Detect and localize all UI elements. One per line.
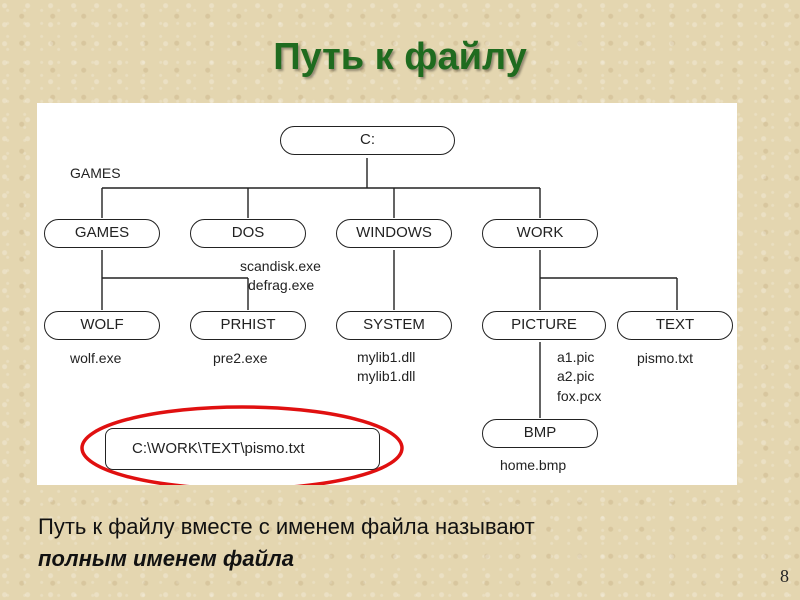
- node-bmp: BMP: [482, 419, 598, 448]
- full-path-box: C:\WORK\TEXT\pismo.txt: [105, 428, 380, 470]
- wolf-file: wolf.exe: [70, 350, 122, 366]
- system-file-2: mylib1.dll: [357, 368, 416, 384]
- picture-file-2: a2.pic: [557, 368, 595, 384]
- games-side-label: GAMES: [70, 165, 121, 181]
- node-wolf: WOLF: [44, 311, 160, 340]
- dos-file-2: defrag.exe: [248, 277, 315, 293]
- node-dos: DOS: [190, 219, 306, 248]
- prhist-file: pre2.exe: [213, 350, 268, 366]
- node-prhist: PRHIST: [190, 311, 306, 340]
- tree-connectors: [80, 158, 678, 485]
- node-text: TEXT: [617, 311, 733, 340]
- caption-line-2: полным именем файла: [38, 546, 294, 571]
- picture-file-3: fox.pcx: [557, 388, 602, 404]
- node-picture: PICTURE: [482, 311, 606, 340]
- page-number: 8: [780, 566, 789, 586]
- node-windows: WINDOWS: [336, 219, 452, 248]
- slide-title: Путь к файлу: [273, 36, 527, 78]
- node-system: SYSTEM: [336, 311, 452, 340]
- text-file: pismo.txt: [637, 350, 694, 366]
- picture-file-1: a1.pic: [557, 349, 595, 365]
- dos-file-1: scandisk.exe: [240, 258, 321, 274]
- node-work: WORK: [482, 219, 598, 248]
- system-file-1: mylib1.dll: [357, 349, 416, 365]
- directory-tree-panel: C: GAMES GAMES DOS WINDOWS WORK scandisk…: [37, 103, 737, 485]
- node-games: GAMES: [44, 219, 160, 248]
- caption: Путь к файлу вместе с именем файла назыв…: [38, 511, 768, 575]
- caption-line-1: Путь к файлу вместе с именем файла назыв…: [38, 514, 535, 539]
- highlight-ellipse: [80, 405, 404, 485]
- node-root: C:: [280, 126, 455, 155]
- bmp-file: home.bmp: [500, 457, 567, 473]
